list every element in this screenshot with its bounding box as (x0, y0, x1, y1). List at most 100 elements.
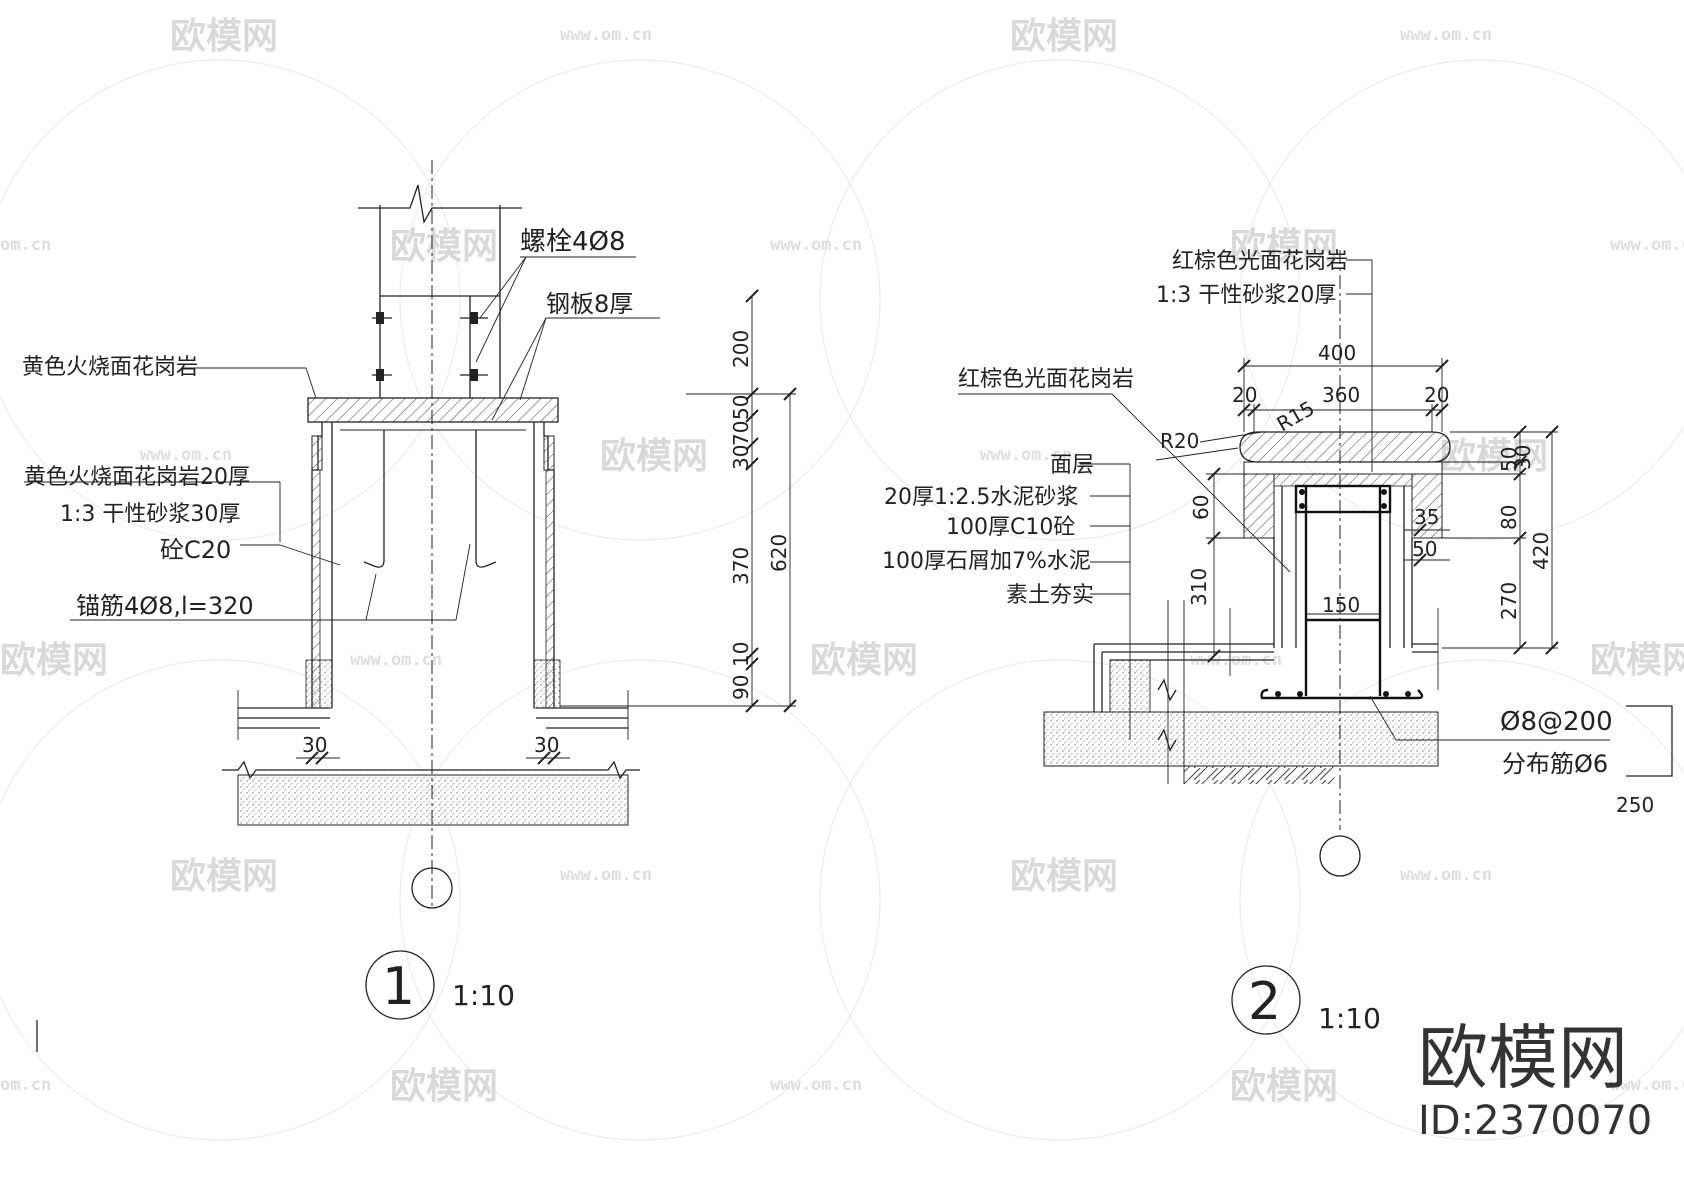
watermark-url: www.om.cn (560, 25, 652, 45)
brand-id: ID:2370070 (1418, 1098, 1652, 1144)
dim-50-2: 50 (1497, 447, 1521, 472)
dim-80: 80 (1497, 505, 1521, 530)
label-anchor-bars: 锚筋4Ø8,l=320 (76, 592, 254, 620)
watermark-logo: 欧模网 (1230, 1066, 1338, 1107)
watermark-logo: 欧模网 (1010, 856, 1118, 897)
dim-620: 620 (767, 534, 791, 572)
dim-150: 150 (1322, 593, 1360, 617)
dim-270: 270 (1497, 582, 1521, 620)
radius-r15: R15 (1273, 396, 1319, 436)
watermark-logo: 欧模网 (810, 640, 918, 681)
watermark-url: www.om.cn (1610, 235, 1684, 255)
pavement-layers (1043, 600, 1439, 784)
dim-20-left: 20 (1232, 383, 1257, 407)
watermark-url: www.om.cn (350, 650, 442, 670)
rebar-bracket: 250 (1616, 705, 1673, 817)
left-wall (305, 422, 333, 709)
label-mortar: 1:3 干性砂浆30厚 (60, 502, 240, 527)
leaders-2 (958, 259, 1610, 741)
watermark-url-partial: om.cn (0, 235, 51, 255)
dim-10: 10 (729, 642, 753, 667)
brand-block: 欧模网 ID:2370070 (1418, 1017, 1652, 1144)
dim-250: 250 (1616, 793, 1654, 817)
dim-30: 30 (729, 445, 753, 470)
watermark-url: www.om.cn (770, 235, 862, 255)
dim-310: 310 (1187, 568, 1211, 606)
dim-20-right: 20 (1424, 383, 1449, 407)
watermark-logo: 欧模网 (0, 640, 108, 681)
steel-column (358, 184, 522, 398)
dim-200: 200 (729, 330, 753, 368)
section-marker (411, 867, 453, 909)
dim-60: 60 (1189, 495, 1213, 520)
dim-30-left: 30 (302, 733, 327, 757)
dims-right-2: 50 30 80 35 50 270 420 (1404, 425, 1559, 655)
leaders-1 (24, 256, 660, 621)
dim-35: 35 (1414, 505, 1439, 529)
watermark-logo: 欧模网 (170, 856, 278, 897)
label-c10: 100厚C10砼 (946, 515, 1075, 540)
detail-scale-2: 1:10 (1318, 1002, 1381, 1035)
bolt-set (372, 312, 488, 381)
watermark-url: www.om.cn (980, 445, 1072, 465)
watermark-url-partial: om.cn (0, 1075, 51, 1095)
detail-1: 200 50 70 30 370 620 10 90 30 30 (22, 160, 797, 1052)
watermark-url: www.om.cn (560, 865, 652, 885)
watermark-url: www.om.cn (1400, 865, 1492, 885)
label-bolt: 螺栓4Ø8 (520, 227, 626, 257)
detail-number-1: 1 (382, 957, 415, 1017)
dim-50b: 50 (1412, 537, 1437, 561)
watermark-logo: 欧模网 (170, 16, 278, 57)
watermark-logo: 欧模网 (390, 1066, 498, 1107)
watermark-logo: 欧模网 (600, 436, 708, 477)
label-mortar-top-2: 1:3 干性砂浆20厚 (1156, 283, 1336, 308)
watermark-logo: 欧模网 (1010, 16, 1118, 57)
detail-1-callout: 1 1:10 (365, 950, 515, 1020)
watermark-logo: 欧模网 (1230, 226, 1338, 267)
ground (222, 690, 640, 826)
brand-logo: 欧模网 (1418, 1017, 1628, 1099)
watermark-logo: 欧模网 (1590, 640, 1684, 681)
dims-top-2: 400 20 360 20 (1232, 341, 1449, 432)
rebar-cage (1260, 484, 1424, 700)
label-granite-top: 黄色火烧面花岗岩 (22, 355, 198, 380)
label-distribution-rebar: 分布筋Ø6 (1502, 750, 1608, 778)
dim-90: 90 (729, 675, 753, 700)
dim-360: 360 (1322, 383, 1360, 407)
detail-scale-1: 1:10 (452, 979, 515, 1012)
detail-number-2: 2 (1248, 972, 1281, 1032)
dims-right: 200 50 70 30 370 620 10 90 (560, 289, 797, 713)
section-marker-2 (1319, 835, 1361, 877)
gravel-bed (237, 774, 629, 826)
label-soil: 素土夯实 (1006, 583, 1094, 608)
dim-70: 70 (729, 421, 753, 446)
label-granite-top-2: 红棕色光面花岗岩 (1172, 249, 1348, 274)
label-granite-side-2: 红棕色光面花岗岩 (958, 367, 1134, 392)
watermark-logo: 欧模网 (1440, 436, 1548, 477)
granite-cap (307, 397, 559, 423)
label-granite-side: 黄色火烧面花岗岩20厚 (24, 465, 250, 490)
dim-420: 420 (1529, 532, 1553, 570)
detail-2-callout: 2 1:10 (1231, 965, 1381, 1035)
anchor-bars (363, 430, 497, 568)
label-surface: 面层 (1050, 453, 1094, 478)
granite-cap-2 (1239, 431, 1451, 463)
label-steel-plate: 钢板8厚 (546, 290, 633, 318)
dims-bottom: 30 30 (296, 733, 570, 765)
watermark-url: www.om.cn (1400, 25, 1492, 45)
dim-400: 400 (1318, 341, 1356, 365)
dim-30-2: 30 (1511, 445, 1535, 470)
watermark-url: www.om.cn (1610, 1075, 1684, 1095)
dim-50: 50 (729, 395, 753, 420)
label-rebar: Ø8@200 (1500, 707, 1613, 737)
dim-370: 370 (729, 547, 753, 585)
dims-left-2: 60 310 150 (1187, 467, 1380, 663)
radius-r20: R20 (1160, 429, 1199, 453)
label-stone-chip: 100厚石屑加7%水泥 (882, 549, 1091, 574)
watermark-layer: 欧模网 www.om.cn 欧模网 www.om.cn om.cn 欧模网 ww… (0, 16, 1684, 1141)
label-concrete: 砼C20 (160, 536, 231, 564)
detail-2: 400 20 360 20 (882, 249, 1673, 1035)
right-wall (533, 422, 561, 709)
watermark-logo: 欧模网 (390, 226, 498, 267)
